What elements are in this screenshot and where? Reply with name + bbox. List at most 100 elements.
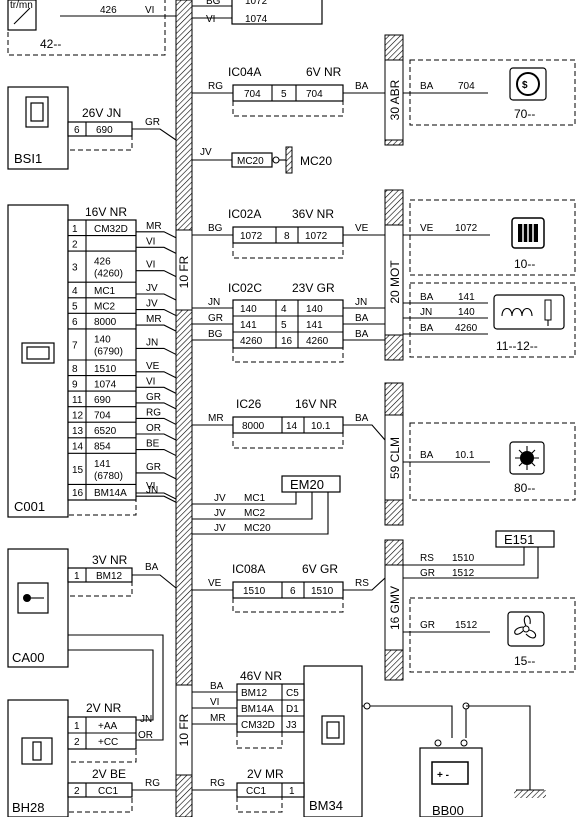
- climate-color: BA: [420, 450, 434, 461]
- c001-wire-7: (6790): [94, 346, 123, 357]
- coil-w3: 4260: [455, 323, 478, 334]
- ic08a-left-color: VE: [208, 578, 222, 589]
- bh28-conn1: 2V NR: [86, 701, 122, 715]
- c001-pin-15: 15: [72, 465, 84, 476]
- c001-pin-1: 1: [72, 224, 78, 235]
- ic26-w1: 8000: [242, 421, 265, 432]
- ic08a-w1: 1510: [243, 586, 266, 597]
- ic02c-w2-2: 4260: [306, 336, 329, 347]
- top-bg-color: BG: [206, 0, 221, 7]
- e151-connector: E151 RS 1510 GR 1512: [403, 530, 555, 579]
- ca00-color: BA: [145, 562, 159, 573]
- em20-connector: EM20 JV MC1 JV MC2 JV MC20: [192, 475, 341, 535]
- svg-text:$: $: [522, 80, 528, 91]
- ic02a-name: IC02A: [228, 207, 261, 221]
- coil-w1: 141: [458, 292, 475, 303]
- ca00-component: CA00 3V NR 1 BM12 BA: [7, 548, 177, 741]
- fan-block: GR 1512 15--: [403, 597, 576, 673]
- c001-color-9: VI: [146, 376, 155, 387]
- e151-rs: RS: [420, 553, 434, 564]
- bh28-pin-b: 2: [74, 786, 80, 797]
- c001-pin-2: 2: [72, 239, 78, 250]
- harness-break-bottom: [175, 684, 193, 776]
- abs-color: BA: [420, 81, 434, 92]
- c001-extra-color: VI: [146, 481, 155, 492]
- battery-icon: [431, 761, 469, 785]
- ic02a-w1: 1072: [240, 231, 263, 242]
- bm34-pin-2: J3: [286, 720, 297, 731]
- c001-color-3: VI: [146, 260, 155, 271]
- coil-c3: BA: [420, 323, 434, 334]
- bm34-lc-1: VI: [210, 697, 219, 708]
- c001-color-5: JV: [146, 299, 158, 310]
- coil-icon: [501, 307, 533, 317]
- bm34-wire-0: BM12: [241, 688, 268, 699]
- c001-wire-12: 704: [94, 410, 111, 421]
- bm34-lc2: RG: [210, 778, 225, 789]
- bm34-name: BM34: [309, 798, 343, 813]
- c001-wire-13: 6520: [94, 426, 117, 437]
- top-vi-color: VI: [206, 14, 215, 25]
- bh28-pin-1: 1: [74, 721, 80, 732]
- c001-wire-4: MC1: [94, 286, 116, 297]
- bh28-pin-2: 2: [74, 737, 80, 748]
- climate-block: BA 10.1 80--: [403, 422, 576, 501]
- top-bg-wire: 1072: [245, 0, 268, 7]
- c001-wire-7: 140: [94, 334, 111, 345]
- ic02a-connector: IC02A 36V NR 1072 8 1072 BG VE: [192, 207, 385, 259]
- ic08a-pin: 6: [290, 586, 296, 597]
- engine-block: VE 1072 10--: [403, 199, 576, 276]
- em20-c3: JV: [214, 523, 226, 534]
- ic04a-w2: 704: [306, 89, 323, 100]
- c001-wire-14: 854: [94, 442, 111, 453]
- bm34-pin-1: D1: [286, 704, 299, 715]
- c001-wire-1: CM32D: [94, 224, 128, 235]
- bm34-conn2: 2V MR: [247, 767, 284, 781]
- bh28-wire-b: CC1: [98, 786, 118, 797]
- ic02a-pin: 8: [284, 231, 290, 242]
- ic26-conn: 16V NR: [295, 397, 337, 411]
- em20-c1: JV: [214, 493, 226, 504]
- c001-color-15: GR: [146, 462, 161, 473]
- ic02c-w2-1: 141: [306, 320, 323, 331]
- c001-pin-14: 14: [72, 442, 84, 453]
- c001-wire-8: 1510: [94, 364, 117, 375]
- ic08a-name: IC08A: [232, 562, 265, 576]
- coil-ref: 11--12--: [496, 339, 538, 353]
- bsi1-name: BSI1: [14, 151, 42, 166]
- mc20-ground: JV MC20 MC20: [192, 146, 332, 174]
- c001-wire-5: MC2: [94, 302, 116, 313]
- c001-wire-16: BM14A: [94, 488, 127, 499]
- bh28-color-b: RG: [145, 778, 160, 789]
- ic02c-w1-2: 4260: [240, 336, 263, 347]
- harness-break-top: [175, 229, 193, 311]
- ic02c-lc-0: JN: [208, 297, 220, 308]
- bm34-pin-0: C5: [286, 688, 299, 699]
- ic02c-pin-0: 4: [281, 304, 287, 315]
- c001-color-1: MR: [146, 221, 162, 232]
- c001-color-8: VE: [146, 361, 160, 372]
- bsi1-wire: 690: [96, 125, 113, 136]
- ca00-wire: BM12: [96, 571, 123, 582]
- abr-harness-label: 30 ABR: [388, 79, 402, 120]
- ic02c-w2-0: 140: [306, 304, 323, 315]
- coil-c2: JN: [420, 307, 432, 318]
- mc20-wire: MC20: [237, 156, 264, 167]
- bh28-wire-1: +AA: [98, 721, 118, 732]
- bb00-component: + - BB00: [419, 705, 546, 817]
- abs-block: BA 704 $ 70--: [403, 59, 576, 126]
- fan-ref: 15--: [514, 654, 535, 668]
- e151-w2: 1512: [452, 568, 475, 579]
- c001-pin-6: 6: [72, 317, 78, 328]
- e151-gr: GR: [420, 568, 435, 579]
- climate-ref: 80--: [514, 481, 535, 495]
- bm34-lc-0: BA: [210, 681, 224, 692]
- c001-pin-9: 9: [72, 379, 78, 390]
- ic02c-rc-1: BA: [355, 313, 369, 324]
- top-wire-color: VI: [145, 5, 154, 16]
- bsi1-color: GR: [145, 117, 160, 128]
- coil-w2: 140: [458, 307, 475, 318]
- c001-color-6: MR: [146, 314, 162, 325]
